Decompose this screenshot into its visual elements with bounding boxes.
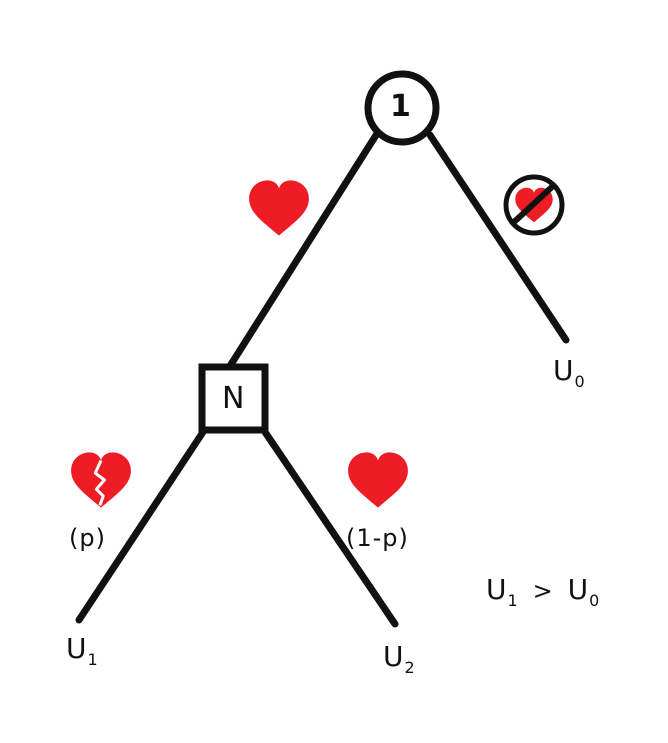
payoff-u1-subscript: 1 [87,650,98,669]
payoff-u1-base: U [66,632,87,665]
payoff-u0: U0 [553,354,585,391]
edge-N-to-U2 [261,428,399,628]
chance-node-label: N [222,381,245,416]
heart-icon [348,452,408,508]
inequality-left-subscript: 1 [507,591,518,610]
payoff-u0-subscript: 0 [574,372,585,391]
payoff-u0-base: U [553,354,574,387]
inequality-right-base: U [567,573,589,606]
edge-N-to-U1 [75,428,207,624]
probability-p-label: (p) [69,524,106,552]
broken-heart-icon [71,452,131,508]
chance-node [198,363,269,434]
edge-1-to-U0 [426,131,570,344]
edge-1-to-N [226,128,382,370]
decision-node [364,70,440,146]
decision-node-label: 1 [390,89,411,124]
heart-icon [249,180,309,236]
inequality-u1-gt-u0: U1 > U0 [486,573,599,610]
no-love-icon [503,174,565,236]
inequality-right-subscript: 0 [589,591,600,610]
payoff-u2: U2 [383,640,415,677]
payoff-u2-base: U [383,640,404,673]
payoff-u2-subscript: 2 [404,658,415,677]
payoff-u1: U1 [66,632,98,669]
inequality-operator: > [532,577,553,605]
inequality-left-base: U [486,573,507,606]
probability-1-minus-p-label: (1-p) [346,524,409,552]
